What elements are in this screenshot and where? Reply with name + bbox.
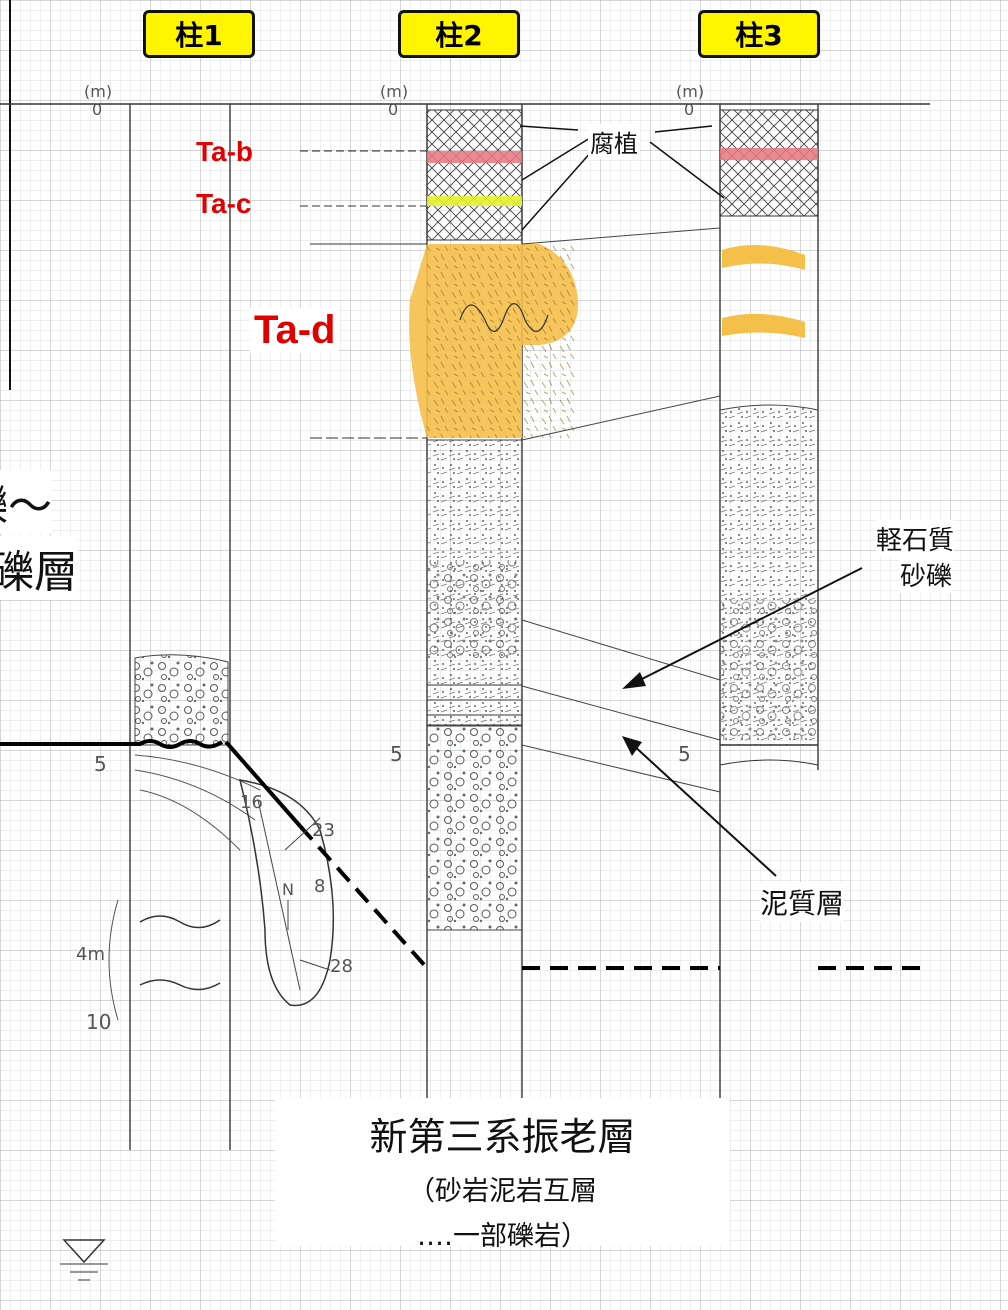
dip-28-mark: 28 bbox=[330, 956, 353, 977]
north-arrow-mark: N bbox=[282, 880, 294, 899]
left-cut-label-line2: 礫層 bbox=[0, 536, 78, 600]
column-3-label: 柱3 bbox=[698, 10, 820, 58]
mud-layer-label: 泥質層 bbox=[760, 882, 845, 922]
pumice-gravel-label-line1: 軽石質 bbox=[876, 520, 955, 557]
left-cut-label-line1: 礫～ bbox=[0, 470, 52, 534]
dip-16-mark: 16 bbox=[240, 792, 263, 813]
five-mark-col3: 5 bbox=[678, 742, 691, 766]
column-2-label: 柱2 bbox=[398, 10, 520, 58]
column-1-label: 柱1 bbox=[143, 10, 255, 58]
ten-mark-col1: 10 bbox=[86, 1010, 112, 1034]
four-m-mark: 4m bbox=[76, 944, 105, 965]
formation-subtitle-line2: ‥‥一部礫岩） bbox=[416, 1221, 589, 1252]
five-mark-col2: 5 bbox=[390, 742, 403, 766]
dip-23-mark: 23 bbox=[312, 820, 335, 841]
zero-mark-col2: 0 bbox=[388, 100, 399, 119]
humus-label: 腐植 bbox=[588, 124, 640, 159]
formation-title: 新第三系振老層 bbox=[369, 1115, 636, 1159]
pumice-gravel-label-line2: 砂礫 bbox=[900, 556, 953, 593]
unit-label-col3: (m) bbox=[676, 82, 705, 101]
tephra-ta-b-label: Ta-b bbox=[196, 136, 254, 167]
unit-label-col1: (m) bbox=[84, 82, 113, 101]
dip-8-mark: 8 bbox=[314, 876, 326, 897]
five-mark-col1: 5 bbox=[94, 752, 107, 776]
formation-subtitle-line1: （砂岩泥岩互層 bbox=[408, 1176, 597, 1207]
unit-label-col2: (m) bbox=[380, 82, 409, 101]
tephra-ta-d-label: Ta-d bbox=[250, 308, 340, 353]
tephra-ta-c-label: Ta-c bbox=[196, 188, 252, 219]
neogene-formation-label: 新第三系振老層 （砂岩泥岩互層 ‥‥一部礫岩） bbox=[275, 1098, 730, 1252]
zero-mark-col3: 0 bbox=[684, 100, 695, 119]
zero-mark-col1: 0 bbox=[92, 100, 103, 119]
